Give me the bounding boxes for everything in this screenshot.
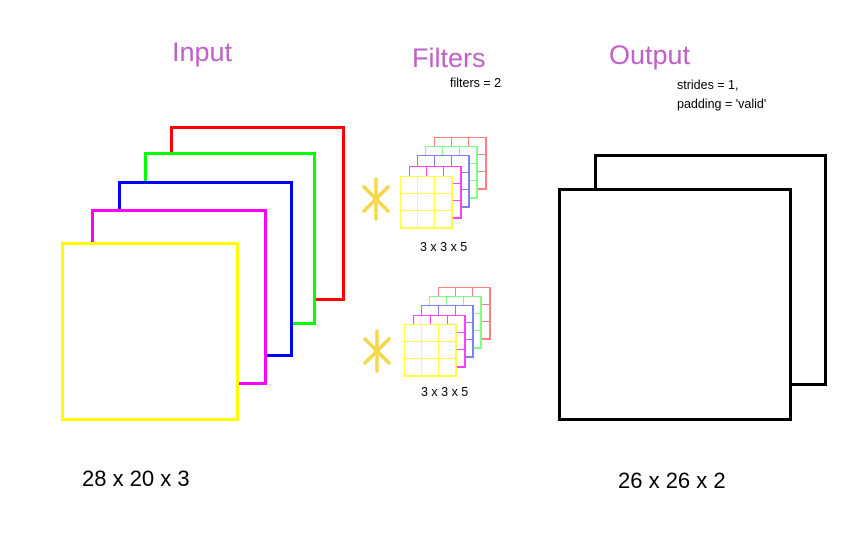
filter-1-dims: 3 x 3 x 5 bbox=[420, 240, 468, 254]
convolution-operator-icon-2 bbox=[363, 329, 391, 373]
filters-title: Filters bbox=[412, 43, 486, 73]
output-layer-1 bbox=[558, 188, 792, 421]
strides-label: strides = 1, bbox=[677, 78, 739, 92]
input-dims: 28 x 20 x 3 bbox=[82, 466, 190, 491]
filter-2-kernel-yellow bbox=[404, 324, 457, 377]
convolution-operator-icon-1 bbox=[362, 177, 390, 221]
output-title: Output bbox=[609, 40, 691, 70]
filter-2-dims: 3 x 3 x 5 bbox=[421, 385, 469, 399]
padding-label: padding = 'valid' bbox=[677, 97, 767, 111]
filter-1-kernel-yellow bbox=[400, 176, 453, 229]
filter-stack-1 bbox=[400, 137, 500, 237]
input-title: Input bbox=[172, 37, 233, 67]
input-layer-yellow bbox=[61, 242, 239, 421]
filter-stack-2 bbox=[404, 287, 504, 387]
output-dims: 26 x 26 x 2 bbox=[618, 468, 726, 493]
filters-count-label: filters = 2 bbox=[450, 76, 502, 90]
